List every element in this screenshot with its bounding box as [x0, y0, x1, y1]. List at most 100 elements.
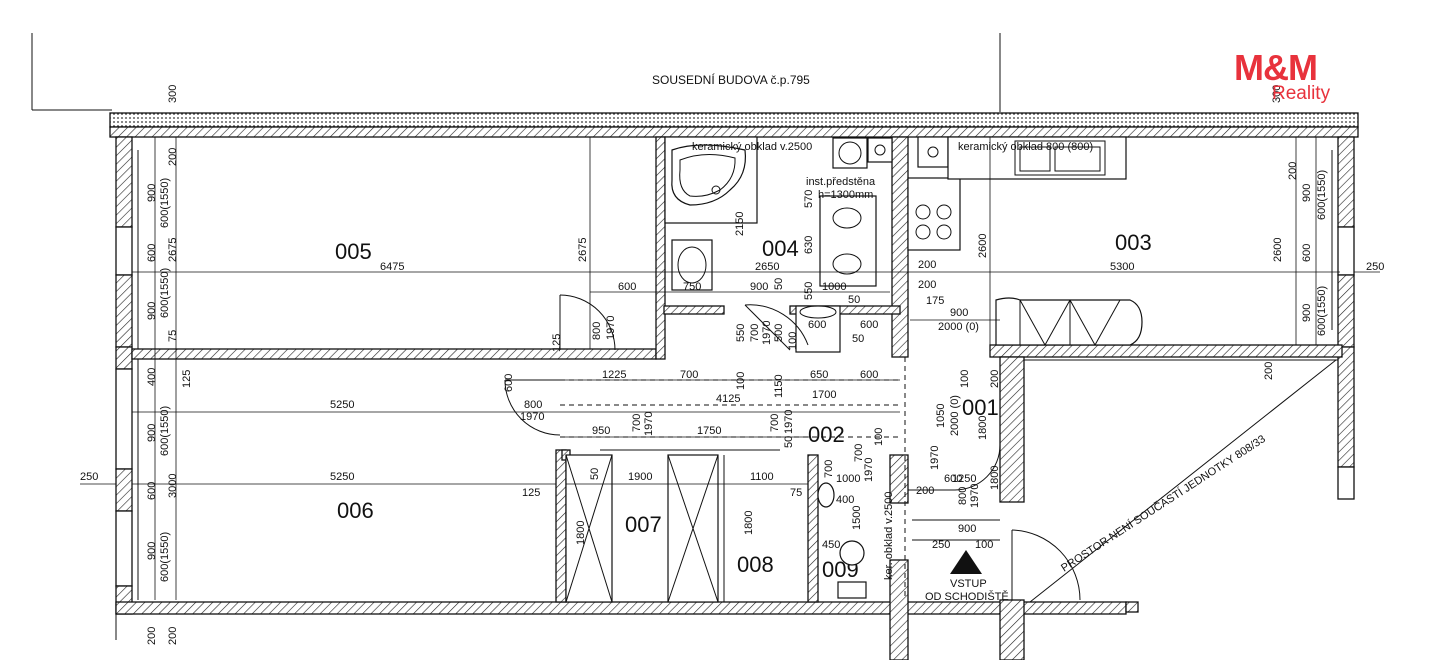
- tile-wc-note: ker. obklad v.2500: [883, 492, 895, 580]
- dim-text: 600: [146, 482, 158, 500]
- brand-sub: Reality: [1272, 83, 1331, 104]
- dim-text: 900: [950, 307, 968, 319]
- dim-text: 300: [167, 85, 179, 103]
- dim-text: 75: [167, 330, 179, 342]
- dim-text: 100: [959, 370, 971, 388]
- dim-text: 2000 (0): [938, 321, 979, 333]
- dim-text: 200: [989, 370, 1001, 388]
- dim-text: 700: [631, 414, 643, 432]
- dim-text: 3000: [167, 474, 179, 498]
- dim-text: 5250: [330, 471, 354, 483]
- room-008: 008: [737, 552, 774, 577]
- dim-text: 2150: [734, 212, 746, 236]
- entry-label-2: OD SCHODIŠTĚ: [925, 590, 1009, 603]
- dim-text: 400: [836, 494, 854, 506]
- bathroom-fixtures: keramický obklad v.2500 inst.předstěna h…: [664, 136, 893, 353]
- closets: [565, 449, 780, 603]
- dim-text: 700: [680, 369, 698, 381]
- dimension-texts: 300 300 200 900 600(1550) 600 2675 900 6…: [80, 85, 1384, 645]
- dim-text: 200: [916, 485, 934, 497]
- dim-text: 500: [773, 324, 785, 342]
- dim-text: 2600: [1272, 238, 1284, 262]
- room-006: 006: [337, 498, 374, 523]
- interior-walls: [131, 136, 1343, 660]
- top-wall-fill: [109, 112, 1359, 128]
- room-labels: 005 004 003 001 002 006 007 008 009: [335, 230, 1152, 582]
- dim-text: 5300: [1110, 261, 1134, 273]
- dim-text: 250: [80, 471, 98, 483]
- dim-text: 1900: [628, 471, 652, 483]
- dim-text: 900: [146, 424, 158, 442]
- dim-text: 600: [146, 244, 158, 262]
- entry-arrow-icon: [950, 550, 982, 574]
- dim-text: 550: [803, 282, 815, 300]
- room-001: 001: [962, 395, 999, 420]
- dim-text: 2675: [577, 238, 589, 262]
- dim-text: 1100: [750, 471, 774, 483]
- dim-text: 1800: [575, 521, 587, 545]
- dim-text: 600(1550): [159, 532, 171, 582]
- dim-text: 600(1550): [1316, 170, 1328, 220]
- install-wall-note-2: h=1300mm: [818, 189, 873, 201]
- tile-kitchen-note: keramický obklad 800 (800): [958, 141, 1093, 153]
- dim-text: 1970: [863, 458, 875, 482]
- dim-text: 1250: [952, 473, 976, 485]
- dim-text: 600(1550): [159, 406, 171, 456]
- not-part-label: PROSTOR NENÍ SOUČÁSTÍ JEDNOTKY 808/33: [1059, 432, 1268, 574]
- doors: [504, 294, 1338, 603]
- dim-text: 800: [591, 322, 603, 340]
- dim-text: 1700: [812, 389, 836, 401]
- dim-text: 900: [146, 302, 158, 320]
- dim-text: 750: [683, 281, 701, 293]
- dim-text: 600(1550): [159, 268, 171, 318]
- dim-text: 900: [146, 542, 158, 560]
- dim-text: 50: [852, 333, 864, 345]
- dim-text: 630: [803, 236, 815, 254]
- room-002: 002: [808, 422, 845, 447]
- left-wall: [115, 136, 139, 615]
- room-003: 003: [1115, 230, 1152, 255]
- dim-text: 200: [146, 627, 158, 645]
- dim-text: 50: [783, 436, 795, 448]
- install-wall-note-1: inst.předstěna: [806, 176, 876, 188]
- dim-text: 650: [810, 369, 828, 381]
- dim-text: 1800: [743, 511, 755, 535]
- dim-text: 900: [958, 523, 976, 535]
- kitchen-fixtures: keramický obklad 800 (800): [907, 136, 1127, 251]
- dim-text: 950: [592, 425, 610, 437]
- dim-text: 700: [853, 444, 865, 462]
- dim-text: 100: [787, 332, 799, 350]
- dim-text: 550: [735, 324, 747, 342]
- room-005: 005: [335, 239, 372, 264]
- dim-text: 175: [926, 295, 944, 307]
- dim-text: 5250: [330, 399, 354, 411]
- dim-text: 6475: [380, 261, 404, 273]
- dim-text: 200: [918, 259, 936, 271]
- dim-text: 2650: [755, 261, 779, 273]
- dim-text: 1970: [783, 410, 795, 434]
- brand-logo: M&M Reality: [1234, 50, 1344, 112]
- dim-text: 200: [167, 627, 179, 645]
- dim-text: 450: [822, 539, 840, 551]
- dim-text: 1500: [851, 506, 863, 530]
- dim-text: 800: [957, 487, 969, 505]
- dim-text: 1800: [989, 466, 1001, 490]
- bottom-wall: [115, 601, 1127, 615]
- dim-text: 200: [918, 279, 936, 291]
- dim-text: 300: [1271, 85, 1283, 103]
- top-wall-hatch: [109, 126, 1359, 138]
- dim-text: 2000 (0): [949, 395, 961, 436]
- dim-text: 50: [773, 278, 785, 290]
- dim-text: 600(1550): [159, 178, 171, 228]
- dim-text: 250: [932, 539, 950, 551]
- dim-text: 200: [1287, 162, 1299, 180]
- dim-text: 600: [618, 281, 636, 293]
- dim-text: 1750: [697, 425, 721, 437]
- dim-text: 600: [503, 374, 515, 392]
- wc-fixtures: ker. obklad v.2500: [817, 482, 895, 599]
- tile-bath-note: keramický obklad v.2500: [692, 141, 812, 153]
- dim-text: 600: [808, 319, 826, 331]
- dim-text: 200: [1263, 362, 1275, 380]
- dim-text: 50: [848, 294, 860, 306]
